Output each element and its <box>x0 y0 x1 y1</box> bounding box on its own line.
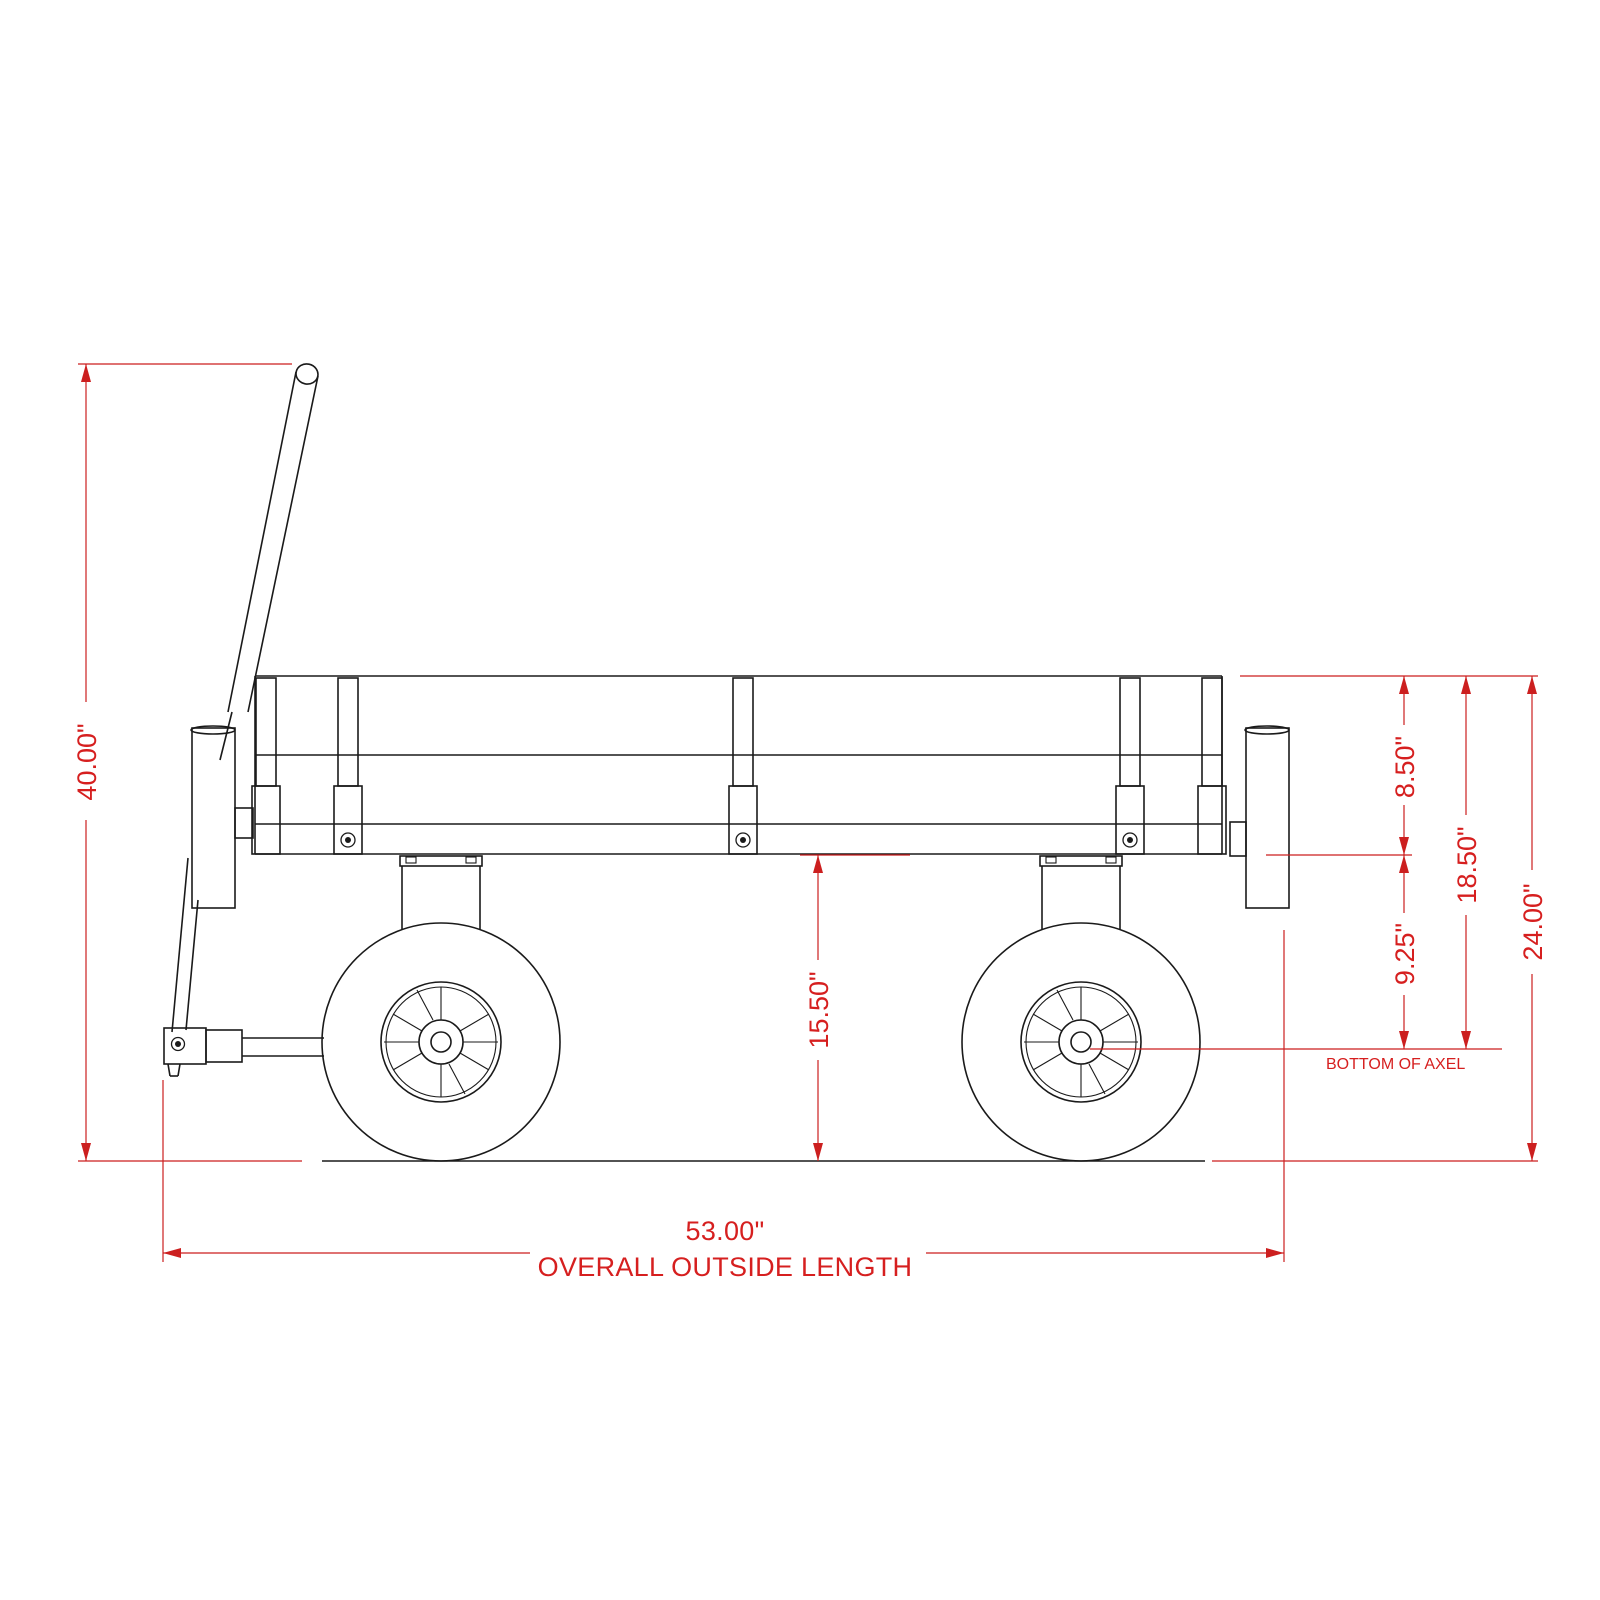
stake-2 <box>333 677 363 855</box>
dim-rail-height: 8.50" <box>1386 676 1422 855</box>
dim-frame-clearance: 15.50" <box>800 855 836 1161</box>
dimensions: 40.00" 15.50" 8.50" 9.25" <box>68 363 1550 1282</box>
rear-wheel-spokes <box>1024 987 1138 1097</box>
front-wheel <box>321 922 561 1162</box>
rear-post <box>1229 725 1290 909</box>
dim-overall-height-text: 40.00" <box>72 723 102 800</box>
stake-3 <box>728 677 758 855</box>
front-post <box>190 725 254 909</box>
dim-side-height: 24.00" <box>1514 676 1550 1161</box>
dim-rail-height-text: 8.50" <box>1390 736 1420 798</box>
stake-5 <box>1197 677 1227 855</box>
side-panel <box>254 675 1223 855</box>
rear-axle-bracket <box>1039 855 1123 930</box>
dim-overall-length: 53.00" OVERALL OUTSIDE LENGTH <box>163 1216 1284 1282</box>
dim-overall-length-caption: OVERALL OUTSIDE LENGTH <box>538 1252 913 1282</box>
dim-axle-to-frame-text: 9.25" <box>1390 923 1420 985</box>
front-wheel-spokes <box>384 987 498 1097</box>
dim-side-height-text: 24.00" <box>1518 883 1548 960</box>
stake-4 <box>1115 677 1145 855</box>
axle-label: BOTTOM OF AXEL <box>1326 1056 1465 1073</box>
front-axle-bracket <box>399 855 483 930</box>
dim-overall-length-text: 53.00" <box>686 1216 765 1246</box>
stake-1 <box>251 677 281 855</box>
dim-axle-to-frame: 9.25" <box>1386 855 1422 1049</box>
extension-lines <box>78 363 1538 1262</box>
dim-frame-height-text: 18.50" <box>1452 826 1482 903</box>
dim-frame-height: 18.50" <box>1448 676 1484 1049</box>
stake-uprights <box>251 677 1227 855</box>
rear-wheel <box>961 922 1201 1162</box>
dim-frame-clearance-text: 15.50" <box>804 971 834 1048</box>
dim-overall-height: 40.00" <box>68 364 104 1161</box>
pull-handle <box>171 363 319 1033</box>
tongue-hitch <box>163 1027 324 1077</box>
wagon-linework <box>163 363 1290 1162</box>
